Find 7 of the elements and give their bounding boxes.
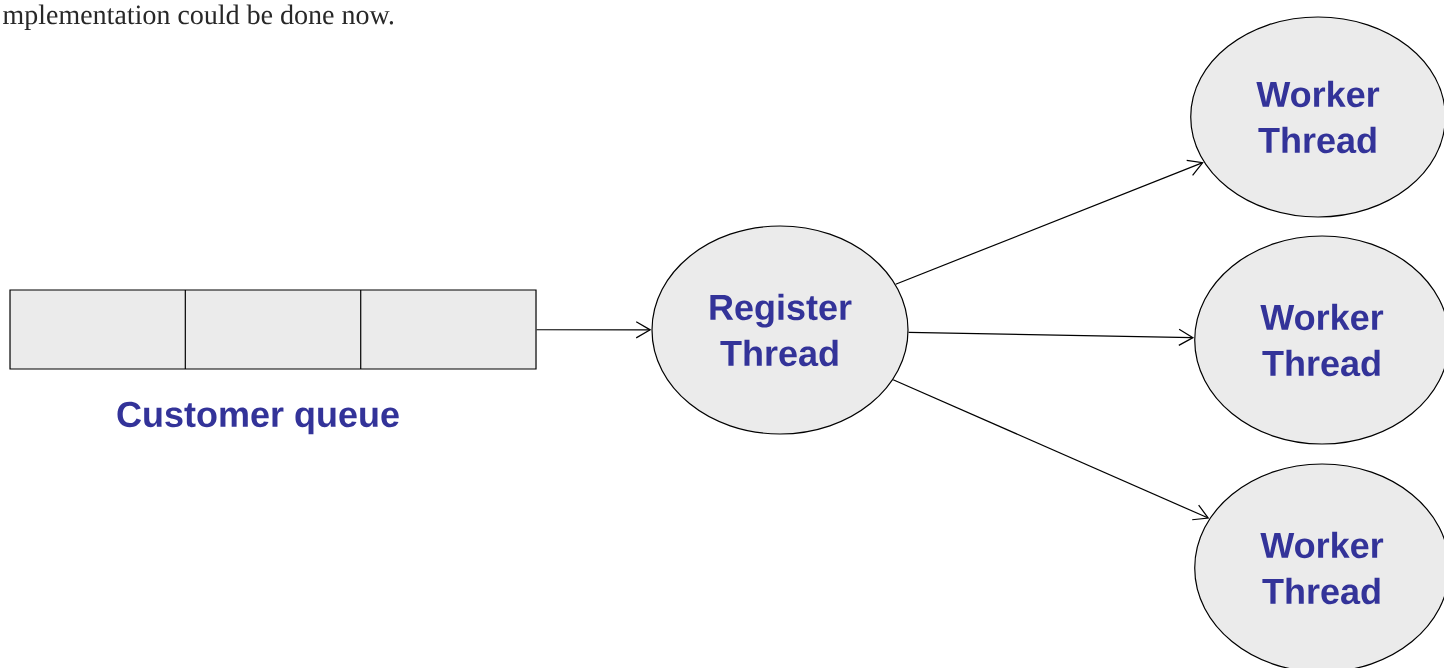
arrow <box>895 159 1204 285</box>
queue-box <box>9 289 537 370</box>
queue-caption: Customer queue <box>117 401 399 435</box>
arrow <box>907 328 1195 346</box>
body-text: mplementation could be done now. <box>3 4 394 30</box>
arrow <box>536 321 652 339</box>
arrow <box>892 379 1210 521</box>
